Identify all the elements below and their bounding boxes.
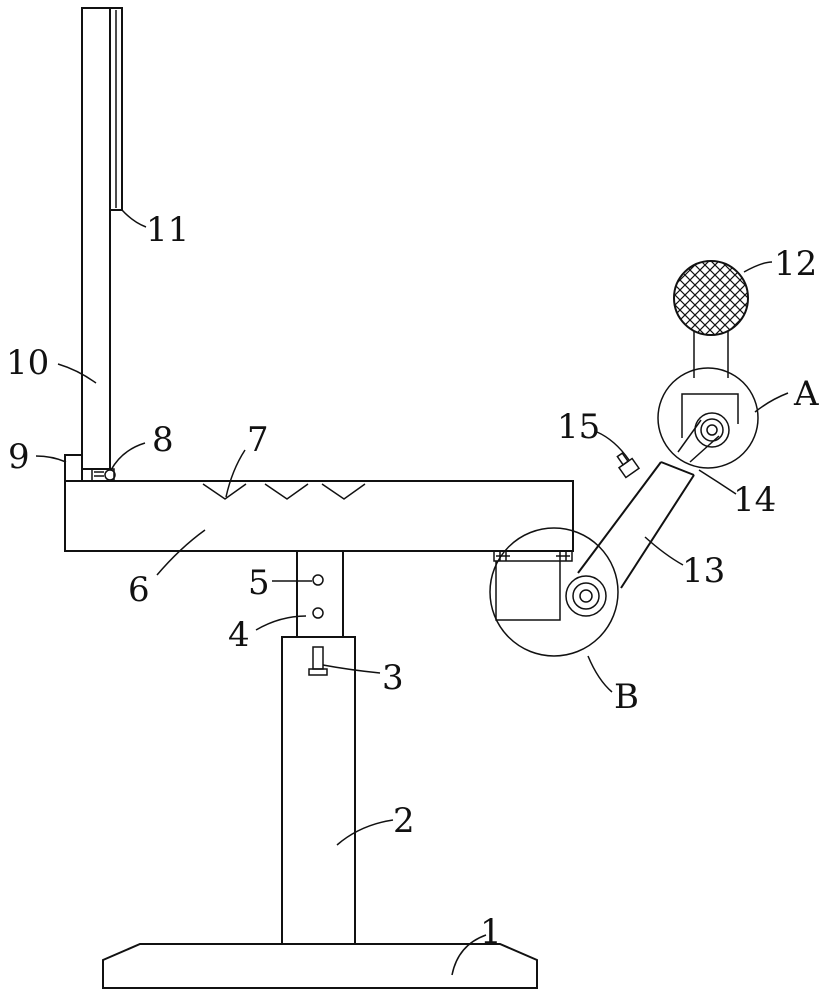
detail-circle-a [657, 367, 759, 469]
leader-6 [156, 529, 206, 576]
label-13: 13 [682, 551, 725, 591]
outer-column [281, 636, 356, 945]
label-5: 5 [248, 563, 270, 603]
leader-14 [698, 469, 737, 495]
label-10: 10 [6, 343, 49, 383]
leader-15 [596, 431, 630, 461]
detail-circle-b [489, 527, 619, 657]
label-6: 6 [128, 570, 150, 610]
label-7: 7 [247, 420, 269, 460]
adjustment-hole-upper [312, 574, 324, 586]
label-3: 3 [382, 658, 404, 698]
leader-2 [336, 819, 394, 846]
label-a: A [793, 374, 819, 414]
backrest [81, 7, 111, 470]
leader-8 [110, 442, 146, 471]
label-15: 15 [557, 407, 600, 447]
leader-13 [644, 536, 684, 566]
base-plate [102, 943, 538, 989]
adjustment-hole-lower [312, 607, 324, 619]
leader-1 [451, 934, 487, 976]
leader-b [587, 655, 613, 693]
stop-block [64, 454, 83, 482]
leader-3 [322, 664, 381, 674]
leader-9 [35, 455, 67, 463]
leader-7 [225, 449, 246, 498]
leader-11 [121, 209, 147, 228]
upper-arm-rod [677, 419, 720, 463]
leader-10 [57, 363, 97, 384]
label-8: 8 [152, 420, 174, 460]
leader-12 [743, 261, 773, 273]
label-9: 9 [8, 437, 30, 477]
knob [673, 260, 749, 336]
inner-post [296, 550, 344, 638]
seat-notches [202, 483, 366, 500]
label-b: B [614, 677, 639, 717]
label-2: 2 [393, 801, 415, 841]
label-11: 11 [146, 210, 189, 250]
adjustable-arm [577, 461, 695, 589]
seat-board [64, 480, 574, 552]
backrest-hinge [91, 468, 116, 482]
label-12: 12 [774, 244, 817, 284]
backrest-strip [109, 7, 123, 211]
leader-a [754, 392, 789, 413]
label-14: 14 [733, 480, 776, 520]
leader-4 [255, 615, 307, 631]
arm-locking-screw [616, 452, 641, 479]
label-4: 4 [228, 615, 250, 655]
locking-screw [308, 646, 328, 676]
label-1: 1 [480, 912, 502, 952]
